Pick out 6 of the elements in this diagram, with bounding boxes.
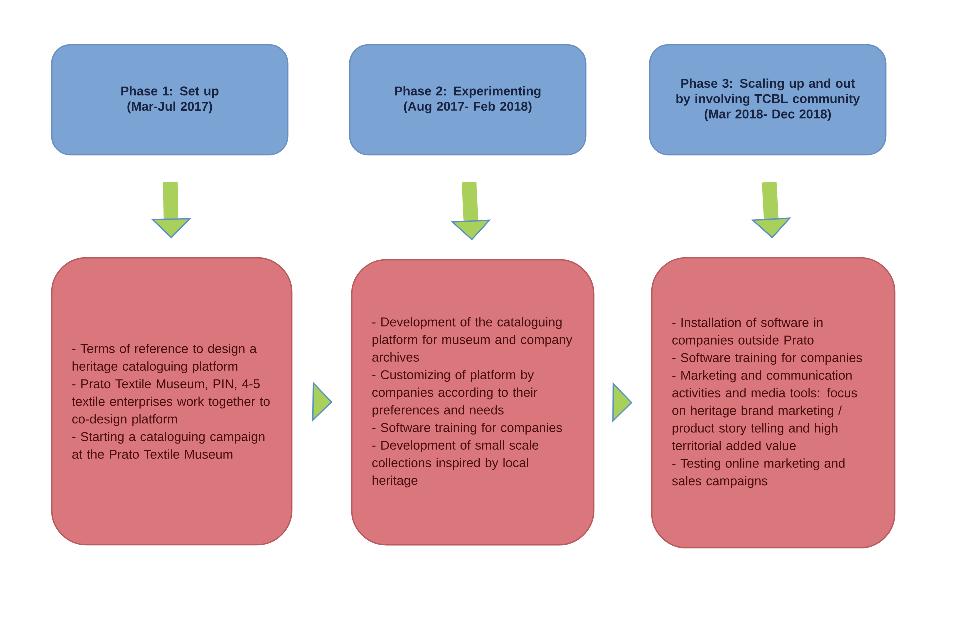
phase-header-box: Phase 3: Scaling up and out by involving TCBL community (Mar 2018- Dec 2018): [649, 44, 887, 156]
activity-box: - Development of the cataloguing platform for museum and company archives - Customizing of platform by companies according to their preferences and needs - Software training for companies - Development of small scale collections inspired by local heritage: [351, 259, 595, 546]
phase-header-box: Phase 1: Set up (Mar-Jul 2017): [51, 44, 289, 156]
activity-box: - Installation of software in companies outside Prato - Software training for companies - Marketing and communication activities and media tools: focus on heritage brand marketing / product story telling and high territorial added value - Testing online marketing and sales campaigns: [651, 257, 896, 549]
activity-box: - Terms of reference to design a heritage cataloguing platform - Prato Textile Museum, PIN, 4-5 textile enterprises work together to co-design platform - Starting a cataloguing campaign at the Prato Textile Museum: [51, 257, 293, 546]
phase-header-box: Phase 2: Experimenting (Aug 2017- Feb 2018): [349, 44, 587, 156]
